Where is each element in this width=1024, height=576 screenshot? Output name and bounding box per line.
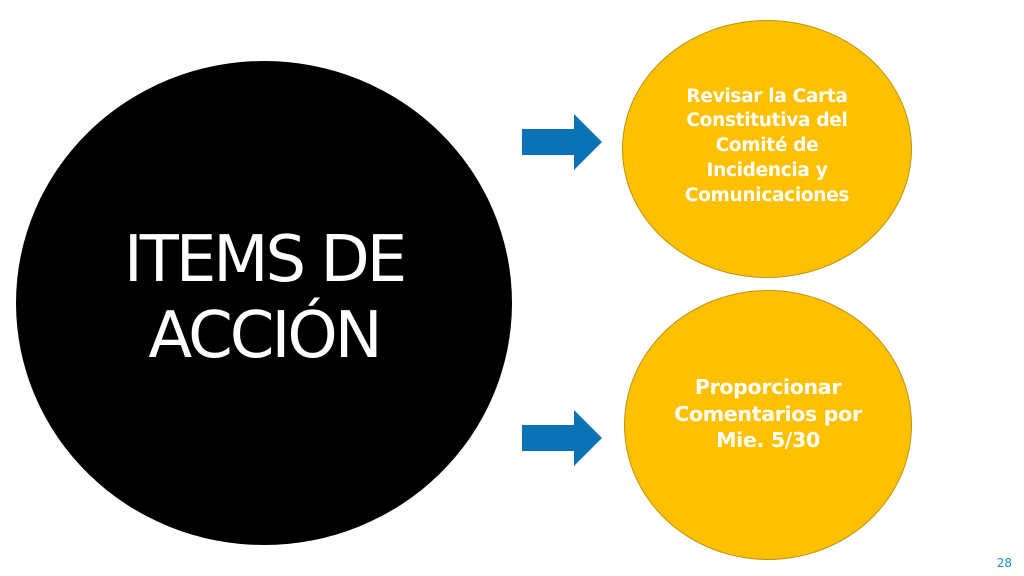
action-item-text: Proporcionar Comentarios por Mie. 5/30 bbox=[643, 374, 893, 454]
arrow-right-icon bbox=[522, 112, 602, 172]
action-item-circle-2: Proporcionar Comentarios por Mie. 5/30 bbox=[624, 290, 912, 560]
slide-title-line: ITEMS DE bbox=[123, 223, 407, 298]
action-item-text: Revisar la Carta Constitutiva del Comité… bbox=[647, 85, 887, 209]
action-item-line: Incidencia y bbox=[706, 159, 828, 181]
action-item-line: Proporcionar bbox=[694, 375, 842, 400]
action-item-line: Mie. 5/30 bbox=[716, 428, 820, 453]
slide-title: ITEMS DE ACCIÓN bbox=[44, 223, 484, 374]
action-item-line: Comunicaciones bbox=[684, 184, 850, 206]
arrow-right-icon bbox=[522, 408, 602, 468]
page-number: 28 bbox=[996, 556, 1012, 570]
action-item-line: Comentarios por bbox=[674, 401, 862, 426]
action-item-line: Revisar la Carta bbox=[686, 85, 848, 107]
action-items-circle: ITEMS DE ACCIÓN bbox=[16, 61, 512, 545]
action-item-line: Comité de bbox=[715, 135, 819, 157]
slide-title-line: ACCIÓN bbox=[148, 299, 382, 373]
action-item-circle-1: Revisar la Carta Constitutiva del Comité… bbox=[622, 20, 912, 278]
action-item-line: Constitutiva del bbox=[686, 110, 848, 132]
